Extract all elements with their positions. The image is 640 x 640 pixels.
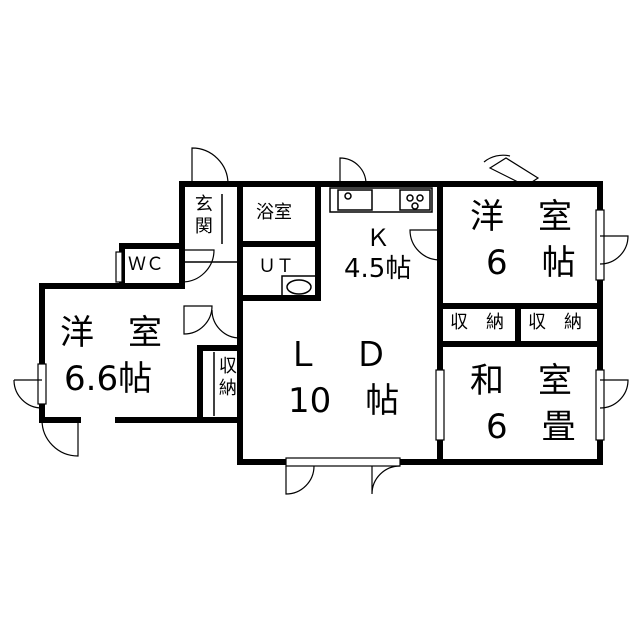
room-toilet-name: ＷＣ (128, 254, 164, 275)
storage-left-name: 収納 (215, 356, 237, 400)
room-japanese-name: 和 室 (470, 361, 572, 401)
room-western-left-size: 6.6帖 (64, 359, 153, 399)
room-bathroom-name: 浴室 (256, 202, 292, 223)
windows (37, 209, 605, 467)
room-kitchen-size: 4.5帖 (344, 254, 412, 284)
room-western-right-name: 洋 室 (470, 197, 572, 237)
room-kitchen-name: Ｋ (366, 224, 390, 252)
washbasin (281, 275, 317, 297)
room-utility-name: ＵＴ (258, 256, 294, 277)
doors (13, 147, 629, 495)
storage-right-name: 収 納 (528, 312, 582, 333)
room-entrance-name: 玄関 (191, 194, 213, 238)
room-ld-size: 10 帖 (288, 381, 400, 421)
room-western-left-name: 洋 室 (60, 313, 162, 353)
kitchen-counter (329, 187, 433, 213)
room-ld-name: Ｌ Ｄ (286, 335, 388, 375)
thin-lines (182, 194, 592, 416)
storage-mid-name: 収 納 (450, 312, 504, 333)
room-japanese-size: 6 畳 (486, 407, 576, 447)
room-western-right-size: 6 帖 (486, 243, 576, 283)
